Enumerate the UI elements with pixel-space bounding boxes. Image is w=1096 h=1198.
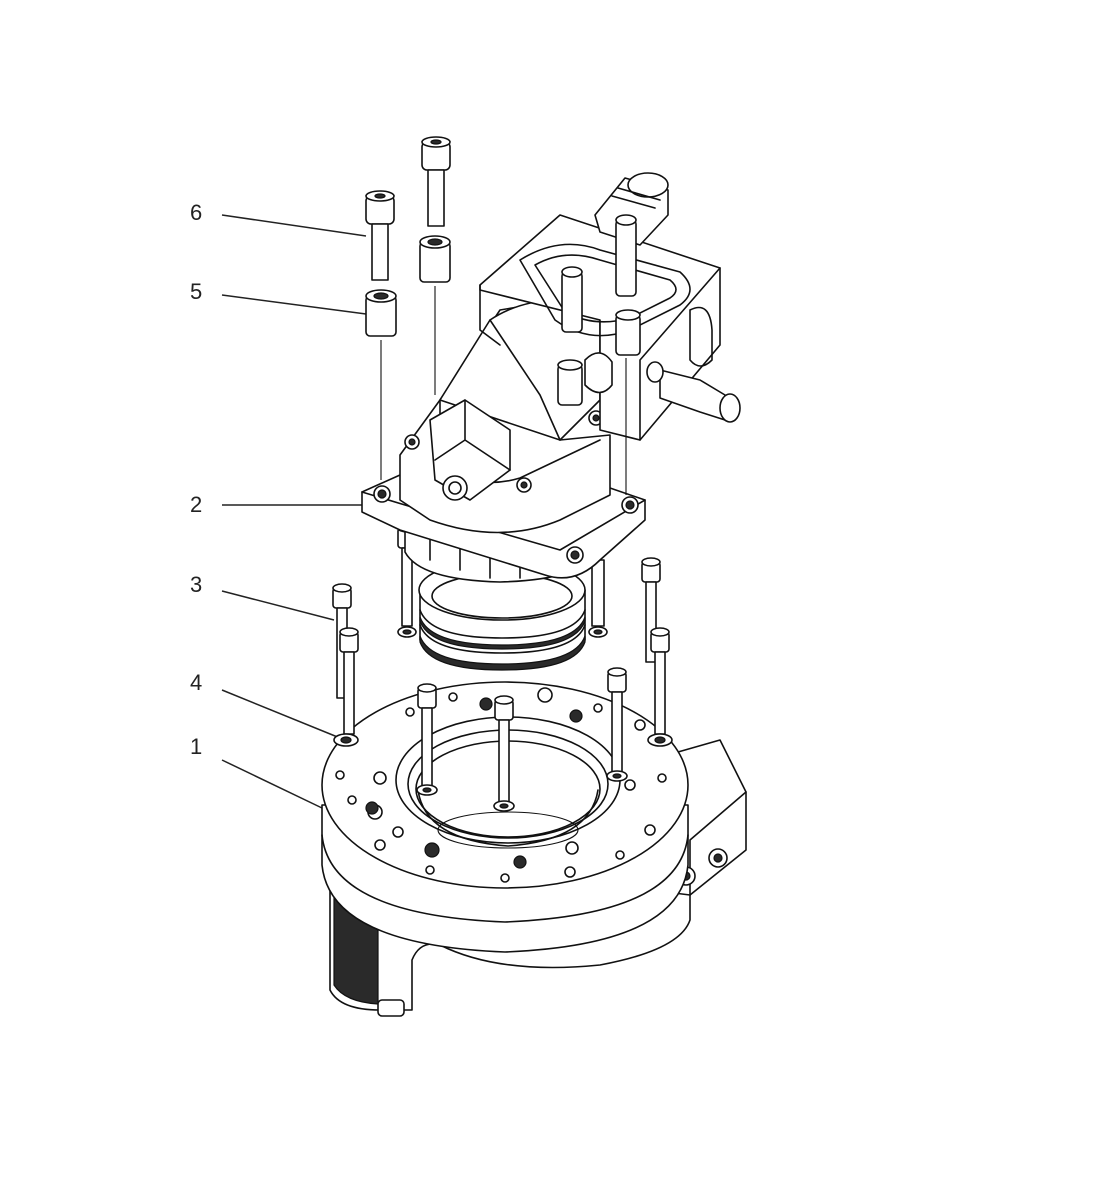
leader-line-4 xyxy=(221,689,341,739)
part-3-mounting-screws xyxy=(332,523,670,803)
callout-5: 5 xyxy=(190,279,367,315)
leader-line-6 xyxy=(221,214,367,237)
callout-label-6: 6 xyxy=(190,200,202,225)
part-6-cap-screws xyxy=(365,136,451,281)
part-1-base-housing xyxy=(321,681,747,1017)
part-5-spacer-sleeves xyxy=(365,235,627,495)
callout-6: 6 xyxy=(190,200,367,237)
callout-3: 3 xyxy=(190,572,335,621)
leader-line-5 xyxy=(221,294,367,315)
callout-4: 4 xyxy=(190,670,341,739)
leader-line-1 xyxy=(221,759,323,809)
callout-label-4: 4 xyxy=(190,670,202,695)
leader-line-3 xyxy=(221,590,335,621)
flange-holes xyxy=(335,687,667,883)
callout-label-3: 3 xyxy=(190,572,202,597)
part-4-washers xyxy=(333,626,673,812)
callout-1: 1 xyxy=(190,734,323,809)
callout-2: 2 xyxy=(190,492,362,517)
callout-label-5: 5 xyxy=(190,279,202,304)
callout-label-1: 1 xyxy=(190,734,202,759)
part-2-motor-head xyxy=(361,172,741,583)
callout-label-2: 2 xyxy=(190,492,202,517)
